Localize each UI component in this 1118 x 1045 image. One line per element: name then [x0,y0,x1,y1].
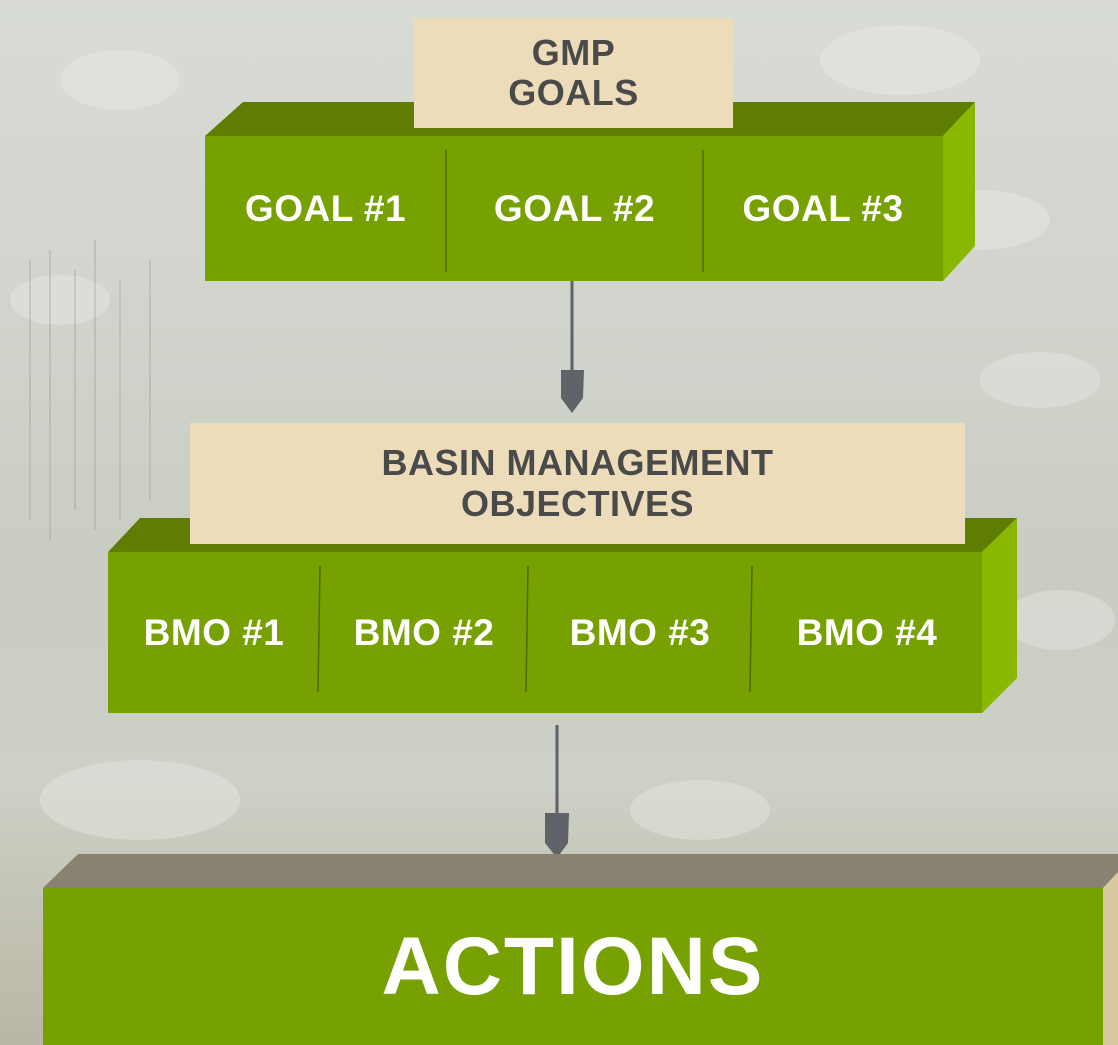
bmo-block-side [982,518,1017,713]
goals-block-side [943,102,975,281]
goals-caption-line1: GMP [531,31,616,73]
bmo-item-2: BMO #2 [353,611,495,653]
goal-item-2: GOAL #2 [493,187,656,229]
goals-caption-box [414,18,733,128]
bmo-caption: BASIN MANAGEMENT OBJECTIVES [190,423,965,544]
goals-block-face [205,136,943,281]
goal-item-1: GOAL #1 [244,187,407,229]
bmo-divider-2 [525,565,529,693]
bmo-caption-box [190,423,965,544]
bmo-item-3: BMO #3 [569,611,711,653]
bmo-caption-line2: OBJECTIVES [460,482,695,524]
bmo-item-1: BMO #1 [143,611,285,653]
goal-item-3: GOAL #3 [742,187,904,229]
arrow-bmo-to-actions [545,725,569,858]
arrow-goals-to-bmo [561,281,584,413]
actions-block-face [43,888,1103,1045]
goals-block [205,102,975,281]
actions-block [43,854,1118,1045]
bmo-divider-1 [317,565,321,693]
bmo-caption-line1: BASIN MANAGEMENT [381,442,774,484]
actions-label: ACTIONS [381,920,765,1012]
bmo-item-4: BMO #4 [796,611,938,653]
bmo-divider-3 [749,565,753,693]
actions-block-top [43,854,1118,888]
actions-block-side [1103,872,1118,1045]
goals-caption-line2: GOALS [508,72,639,113]
bmo-block-face [108,552,982,713]
goals-caption: GMP GOALS [414,18,733,128]
